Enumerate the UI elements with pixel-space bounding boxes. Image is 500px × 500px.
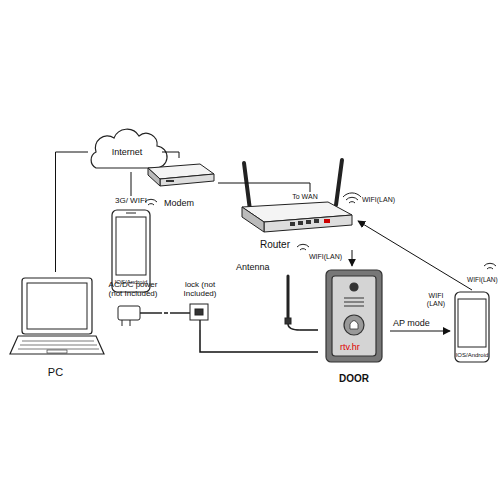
wifi-router: To WAN Router (232, 192, 358, 250)
node-text: lock (not Included) (168, 280, 232, 298)
node-text: Internet (112, 147, 143, 157)
connector (200, 330, 318, 352)
connector (164, 312, 168, 314)
connector (218, 183, 310, 192)
node-text: DOOR (339, 373, 369, 385)
wifi-label: WIFI(LAN) (362, 196, 395, 204)
connector (358, 221, 472, 290)
modem-device: Modem (140, 158, 218, 208)
door-lock: lock (not Included) (168, 280, 232, 330)
connector (300, 329, 318, 331)
mobile-phone: IOS/Android (450, 290, 494, 368)
wifi-label: WIFI(LAN) (309, 253, 342, 261)
modem-icon (148, 164, 214, 186)
node-text: IOS/Android (456, 352, 489, 359)
connector (131, 172, 132, 196)
node-text: Router (260, 239, 290, 251)
node-text: PC (48, 366, 63, 379)
wifi-label: WIFI(LAN) (467, 276, 498, 283)
node-text: Modem (164, 198, 194, 208)
router-icon (242, 160, 352, 232)
laptop-icon (10, 278, 104, 354)
door-panel-icon (326, 270, 382, 362)
lock-icon (170, 304, 208, 330)
antenna: Antenna (236, 262, 300, 340)
connector (352, 250, 353, 266)
power-adapter: AC/DC power (not Included) (102, 280, 164, 330)
watermark: rtv.hr (340, 342, 360, 352)
connector (390, 331, 450, 332)
connector (162, 152, 179, 158)
edge-label: AP mode (393, 318, 430, 328)
internet-cloud (91, 129, 167, 168)
node-text: 3G/ WIFI (115, 196, 147, 205)
right-phone-icon (455, 292, 489, 362)
node-text: Antenna (236, 262, 270, 272)
antenna-icon (285, 276, 300, 330)
pc-laptop: PC (8, 272, 103, 380)
door-unit: DOOR (318, 266, 390, 384)
power-plug-icon (118, 306, 162, 326)
internet-cloud: Internet (88, 132, 162, 172)
connector (56, 152, 89, 272)
node-text: AC/DC power (not Included) (102, 280, 164, 298)
node-text: To WAN (291, 193, 318, 201)
wifi-symbols (145, 193, 496, 269)
left-phone-icon (112, 210, 150, 292)
wifi-label: WIFI (LAN) (424, 292, 448, 308)
